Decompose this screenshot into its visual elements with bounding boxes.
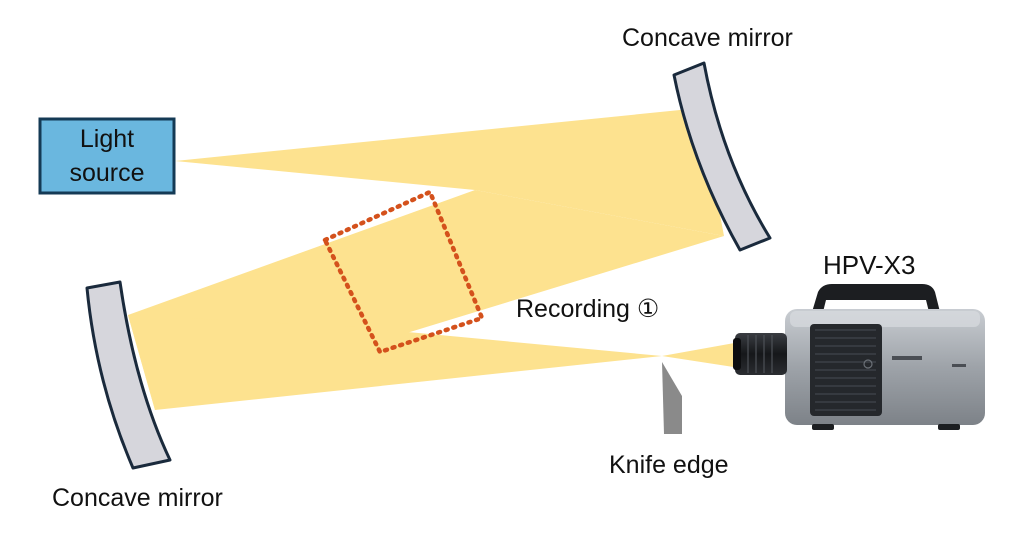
bottom-mirror-label: Concave mirror (52, 484, 223, 512)
camera-handle (812, 284, 940, 312)
top-concave-mirror (672, 61, 772, 252)
beam-knife-to-camera (662, 342, 740, 368)
knife-edge-label: Knife edge (609, 451, 729, 479)
top-mirror-label: Concave mirror (622, 24, 793, 52)
camera-lens (735, 333, 787, 375)
camera-model-label: HPV-X3 (823, 250, 916, 280)
light-source-label-line1: Light (79, 125, 135, 153)
light-beam (128, 108, 740, 410)
high-speed-camera (733, 284, 985, 430)
recording-region (322, 189, 485, 355)
beam-source-to-top-mirror (175, 108, 724, 236)
bottom-concave-mirror (85, 280, 172, 470)
light-source-label-line2: source (69, 159, 145, 187)
knife-edge (662, 362, 682, 434)
light-source-label: Light source (40, 119, 174, 193)
light-source-box (38, 117, 176, 195)
beam-bottom-mirror-to-knife (128, 315, 662, 410)
recording-label: Recording ① (516, 295, 660, 323)
